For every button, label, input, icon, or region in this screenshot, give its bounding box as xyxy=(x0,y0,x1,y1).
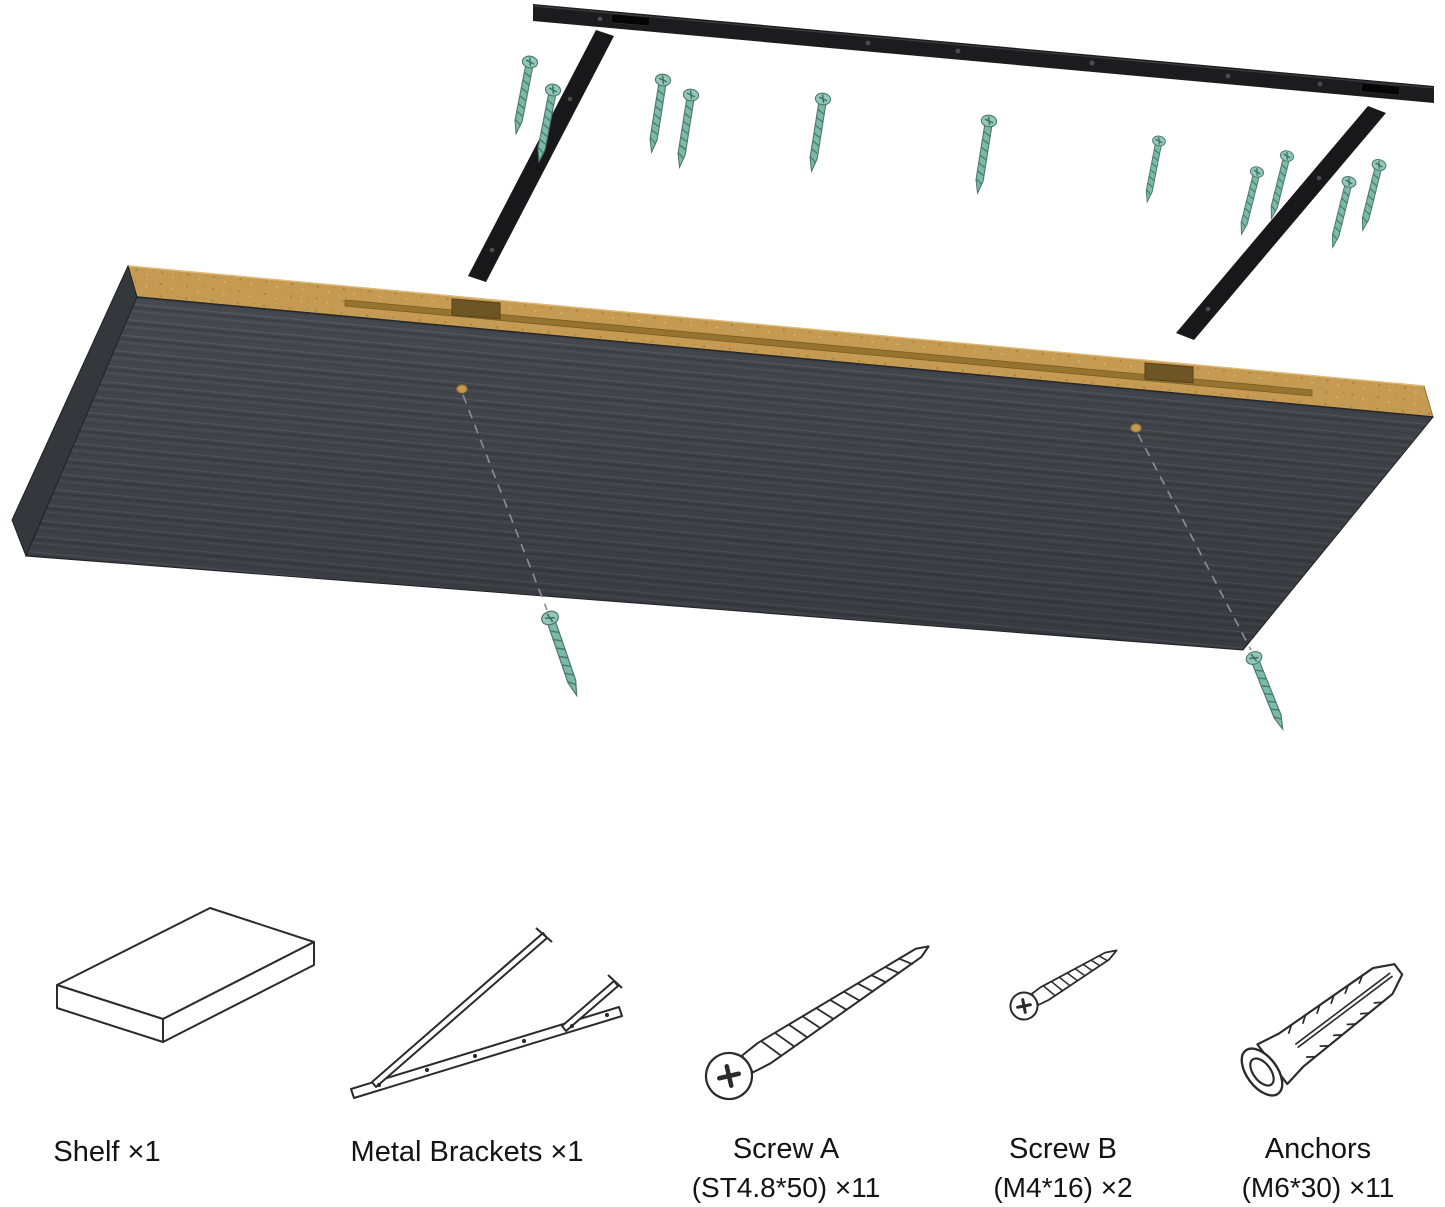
parts-list: Shelf ×1 xyxy=(53,907,1404,1203)
shelf-notch-right xyxy=(1144,362,1194,384)
anchor-icon xyxy=(1240,963,1404,1097)
shelf-front-arris xyxy=(136,296,1434,418)
part-label-screw-a: Screw A xyxy=(733,1133,840,1165)
shelf-icon xyxy=(56,907,315,1043)
part-label-shelf: Shelf ×1 xyxy=(53,1136,160,1168)
part-spec-screw-a: (ST4.8*50) ×11 xyxy=(692,1172,881,1203)
bracket-rail xyxy=(533,4,1434,103)
shelf-board xyxy=(11,264,1434,651)
shelf-pilot-holes xyxy=(456,384,1142,433)
bracket-slot-right xyxy=(1360,82,1401,96)
bracket-left-arm-hole xyxy=(567,96,573,102)
bracket-slot-left xyxy=(610,13,651,27)
part-screw-b: Screw B (M4*16) ×2 xyxy=(993,949,1133,1203)
part-screw-a: Screw A (ST4.8*50) ×11 xyxy=(692,945,930,1203)
part-metal-brackets: Metal Brackets ×1 xyxy=(350,927,623,1168)
part-shelf: Shelf ×1 xyxy=(53,907,315,1168)
bracket-rail-highlight xyxy=(532,5,1435,89)
part-spec-screw-b: (M4*16) ×2 xyxy=(993,1172,1132,1203)
screw-b-icon xyxy=(1009,949,1118,1021)
part-label-screw-b: Screw B xyxy=(1009,1133,1117,1165)
part-label-metal-brackets: Metal Brackets ×1 xyxy=(351,1136,584,1168)
alignment-dashed-lines xyxy=(462,394,1252,651)
shelf-notch-left xyxy=(451,298,501,320)
part-anchors: Anchors (M6*30) ×11 xyxy=(1240,963,1404,1203)
part-label-anchors: Anchors xyxy=(1265,1133,1371,1165)
part-spec-anchors: (M6*30) ×11 xyxy=(1242,1172,1395,1203)
screw-a-icon xyxy=(704,945,930,1101)
bracket-rail-holes xyxy=(597,16,1323,87)
shelf-rail-groove xyxy=(344,299,1313,397)
bracket-left-arm-hole-2 xyxy=(489,247,495,253)
bracket-right-arm-hole xyxy=(1316,175,1322,181)
shelf-edge-highlight xyxy=(127,265,1425,387)
metal-bracket xyxy=(468,4,1435,340)
bracket-right-arm-hole-2 xyxy=(1205,306,1211,312)
bracket-right-arm xyxy=(1176,106,1386,340)
shelf-underside-shading xyxy=(26,297,1433,650)
metal-brackets-icon xyxy=(350,927,623,1099)
